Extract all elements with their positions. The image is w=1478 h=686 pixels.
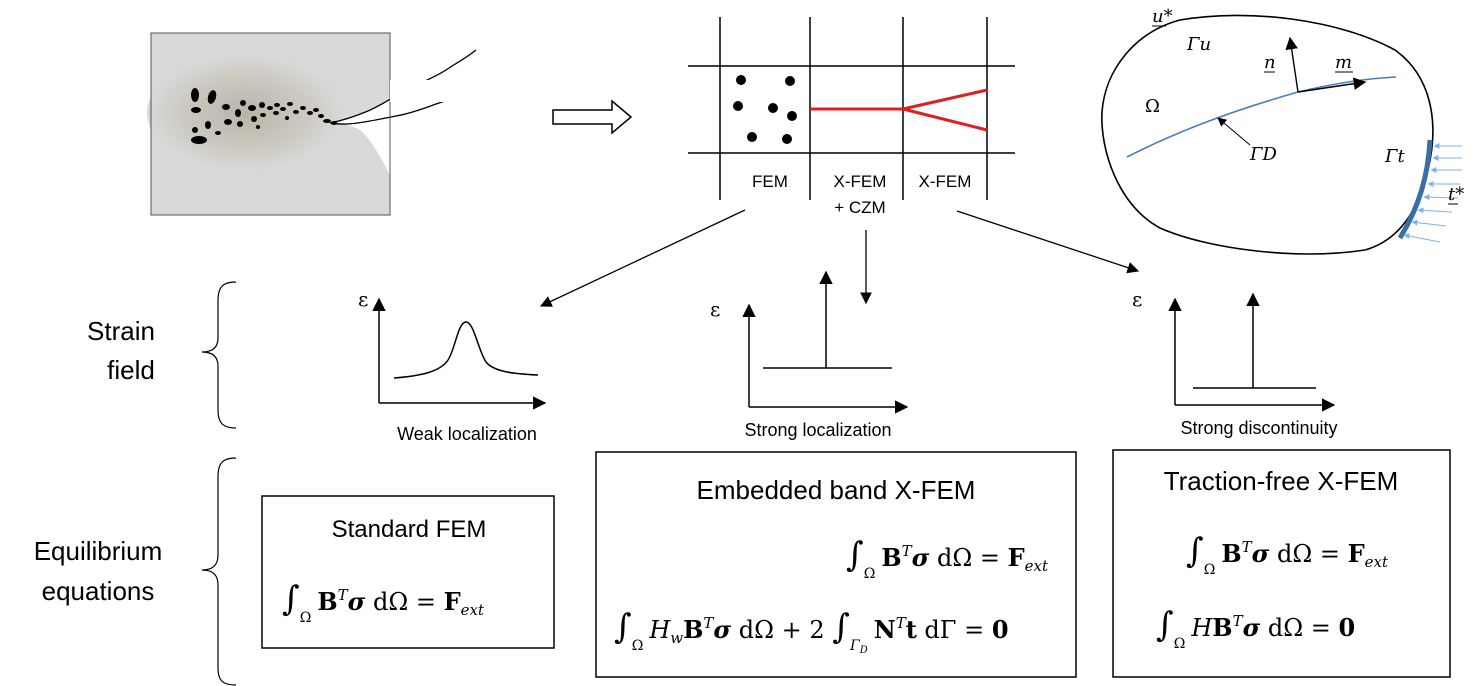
process-zone bbox=[147, 55, 343, 171]
row-label-strain-1: Strain bbox=[87, 316, 155, 346]
standard-eq: ∫ΩBTσ dΩ = Fext bbox=[282, 579, 485, 626]
plot-weak-localization: ε Weak localization bbox=[358, 287, 547, 444]
label-gamma-t: Γt bbox=[1384, 146, 1405, 167]
void-particles bbox=[191, 88, 337, 144]
traction-boundary bbox=[1397, 139, 1433, 240]
row-label-strain-2: field bbox=[107, 355, 155, 385]
specimen-image bbox=[147, 32, 480, 216]
traction-arrows bbox=[1403, 143, 1462, 243]
mesh-col-xfem: X-FEM bbox=[919, 172, 972, 191]
arrow-to-weak bbox=[539, 209, 746, 307]
label-gamma-u: Γu bbox=[1186, 34, 1211, 55]
box-standard-fem: Standard FEM ∫ΩBTσ dΩ = Fext bbox=[261, 495, 555, 649]
caption-strong: Strong localization bbox=[744, 420, 891, 440]
weak-strain-curve bbox=[393, 321, 539, 379]
brace-strain bbox=[201, 281, 237, 429]
mesh-col-xfem-czm: X-FEM bbox=[834, 172, 887, 191]
domain-sketch: u* Γu n m Ω ΓD Γt t* bbox=[1101, 6, 1464, 255]
box-embedded-band: Embedded band X-FEM ∫ΩBTσ dΩ = Fext ∫ΩHw… bbox=[595, 451, 1077, 678]
embedded-title: Embedded band X-FEM bbox=[697, 475, 976, 505]
label-omega: Ω bbox=[1145, 96, 1160, 117]
standard-title: Standard FEM bbox=[332, 516, 487, 543]
traction-title: Traction-free X-FEM bbox=[1164, 466, 1399, 496]
plot-strong-discontinuity: ε Strong discontinuity bbox=[1132, 287, 1338, 438]
axis-label-eps-1: ε bbox=[358, 287, 368, 311]
label-m: m bbox=[1335, 52, 1352, 73]
tangent-vector-m bbox=[1297, 77, 1367, 93]
axis-label-eps-2: ε bbox=[710, 297, 720, 321]
normal-vector-n bbox=[1285, 36, 1299, 93]
row-label-equilibrium-1: Equilibrium bbox=[34, 536, 163, 566]
hollow-arrow bbox=[552, 99, 633, 135]
axis-label-eps-3: ε bbox=[1132, 287, 1142, 311]
mesh-col-fem: FEM bbox=[752, 172, 788, 191]
row-label-equilibrium-2: equations bbox=[42, 576, 155, 606]
discontinuity-gamma-d bbox=[1126, 76, 1397, 158]
arrow-to-discontinuity bbox=[956, 210, 1140, 274]
caption-weak: Weak localization bbox=[397, 424, 537, 444]
mesh-element-dots bbox=[733, 75, 797, 144]
traction-eq2: ∫ΩHBTσ dΩ = 0 bbox=[1156, 605, 1355, 652]
domain-boundary bbox=[1101, 14, 1434, 255]
traction-eq1: ∫ΩBTσ dΩ = Fext bbox=[1186, 531, 1389, 578]
brace-equilibrium bbox=[201, 457, 237, 686]
mesh-crack-lines bbox=[810, 88, 988, 132]
plot-strong-localization: ε Strong localization bbox=[710, 270, 909, 440]
label-n: n bbox=[1264, 52, 1276, 73]
gamma-d-pointer bbox=[1217, 117, 1251, 146]
label-t-star: t* bbox=[1448, 184, 1464, 205]
embedded-eq2: ∫ΩHwBTσ dΩ + 2 ∫ΓDNTt dΓ = 0 bbox=[614, 607, 1009, 656]
caption-discontinuity: Strong discontinuity bbox=[1180, 418, 1337, 438]
label-u-star: u* bbox=[1152, 6, 1173, 27]
label-gamma-d: ΓD bbox=[1249, 144, 1277, 165]
box-traction-free: Traction-free X-FEM ∫ΩBTσ dΩ = Fext ∫ΩHB… bbox=[1112, 449, 1451, 678]
mesh-col-czm: + CZM bbox=[834, 198, 885, 217]
embedded-eq1: ∫ΩBTσ dΩ = Fext bbox=[846, 535, 1049, 582]
